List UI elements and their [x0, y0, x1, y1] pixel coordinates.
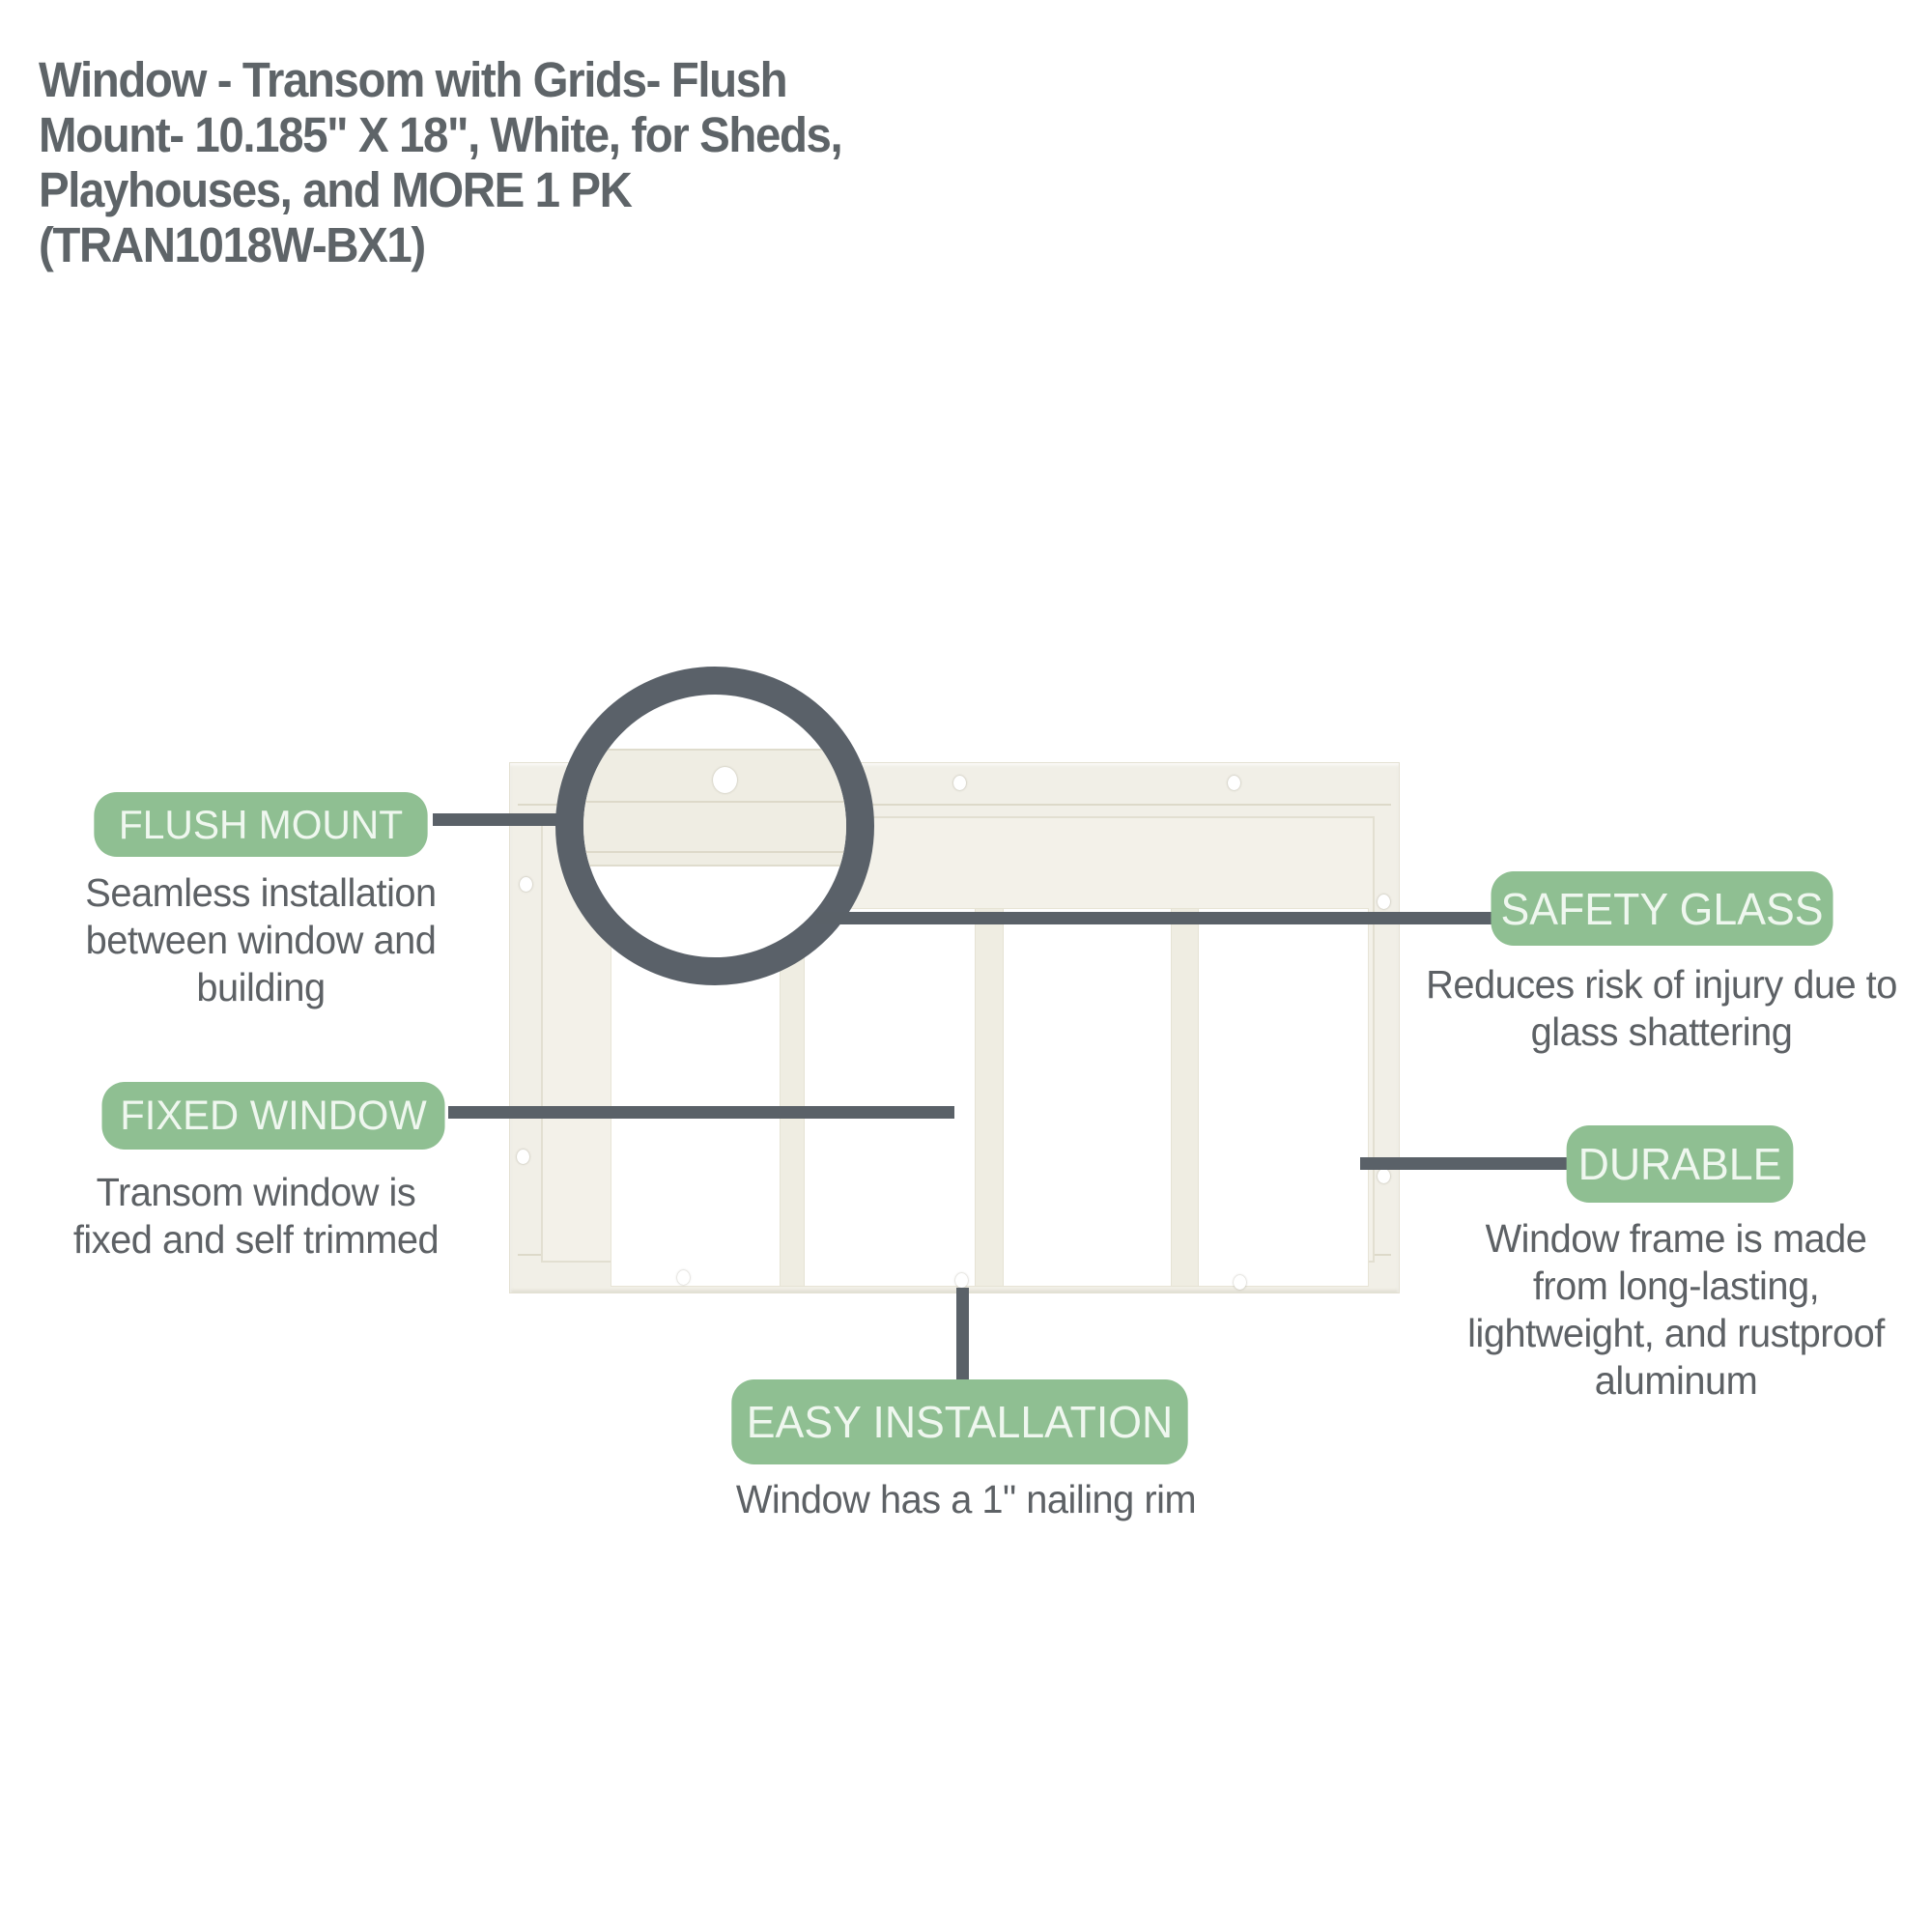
callout-description-durable: Window frame is made from long-lasting, …: [1467, 1216, 1885, 1403]
magnified-rim-groove: [583, 801, 846, 803]
screw-hole: [520, 877, 532, 892]
screw-hole: [1378, 1169, 1390, 1183]
callout-pill-fixed-window: FIXED WINDOW: [101, 1082, 445, 1150]
callout-description-fixed-window: Transom window is fixed and self trimmed: [72, 1170, 440, 1262]
screw-hole: [953, 776, 966, 790]
screw-hole: [677, 1270, 690, 1285]
window-photo: [509, 762, 1400, 1293]
callout-description-safety-glass: Reduces risk of injury due to glass shat…: [1426, 962, 1897, 1054]
callout-label: FLUSH MOUNT: [118, 801, 404, 847]
callout-pill-safety-glass: SAFETY GLASS: [1491, 871, 1833, 946]
callout-line-durable: [1360, 1157, 1569, 1170]
page-title: Window - Transom with Grids- Flush Mount…: [39, 52, 843, 273]
callout-pill-easy-installation: EASY INSTALLATION: [731, 1379, 1188, 1464]
grid-bar: [976, 909, 1003, 1286]
callout-label: FIXED WINDOW: [120, 1092, 427, 1139]
nailing-rim-groove-top: [518, 804, 1391, 806]
magnified-rim-groove: [583, 851, 846, 853]
screw-hole: [1234, 1275, 1246, 1290]
window-frame: [541, 816, 1375, 1287]
screw-hole: [1378, 895, 1390, 909]
callout-label: DURABLE: [1577, 1139, 1782, 1189]
callout-line-safety-glass: [816, 912, 1492, 924]
callout-description-flush-mount: Seamless installation between window and…: [85, 870, 437, 1009]
grid-bar: [781, 909, 804, 1286]
screw-hole: [955, 1273, 968, 1288]
callout-line-flush-mount: [433, 813, 589, 826]
callout-line-easy-installation: [956, 1288, 969, 1384]
magnified-nailing-rim: [583, 749, 846, 867]
grid-bar: [1172, 909, 1198, 1286]
magnified-screw-hole: [713, 767, 737, 793]
callout-label: EASY INSTALLATION: [746, 1397, 1174, 1447]
callout-description-easy-installation: Window has a 1" nailing rim: [735, 1477, 1197, 1521]
window-glass: [611, 908, 1369, 1287]
callout-line-fixed-window: [448, 1106, 954, 1119]
callout-pill-flush-mount: FLUSH MOUNT: [94, 792, 428, 857]
callout-label: SAFETY GLASS: [1500, 883, 1824, 934]
screw-hole: [517, 1150, 529, 1164]
screw-hole: [1228, 776, 1240, 790]
callout-pill-durable: DURABLE: [1566, 1125, 1794, 1203]
magnifier-circle: [555, 667, 874, 985]
